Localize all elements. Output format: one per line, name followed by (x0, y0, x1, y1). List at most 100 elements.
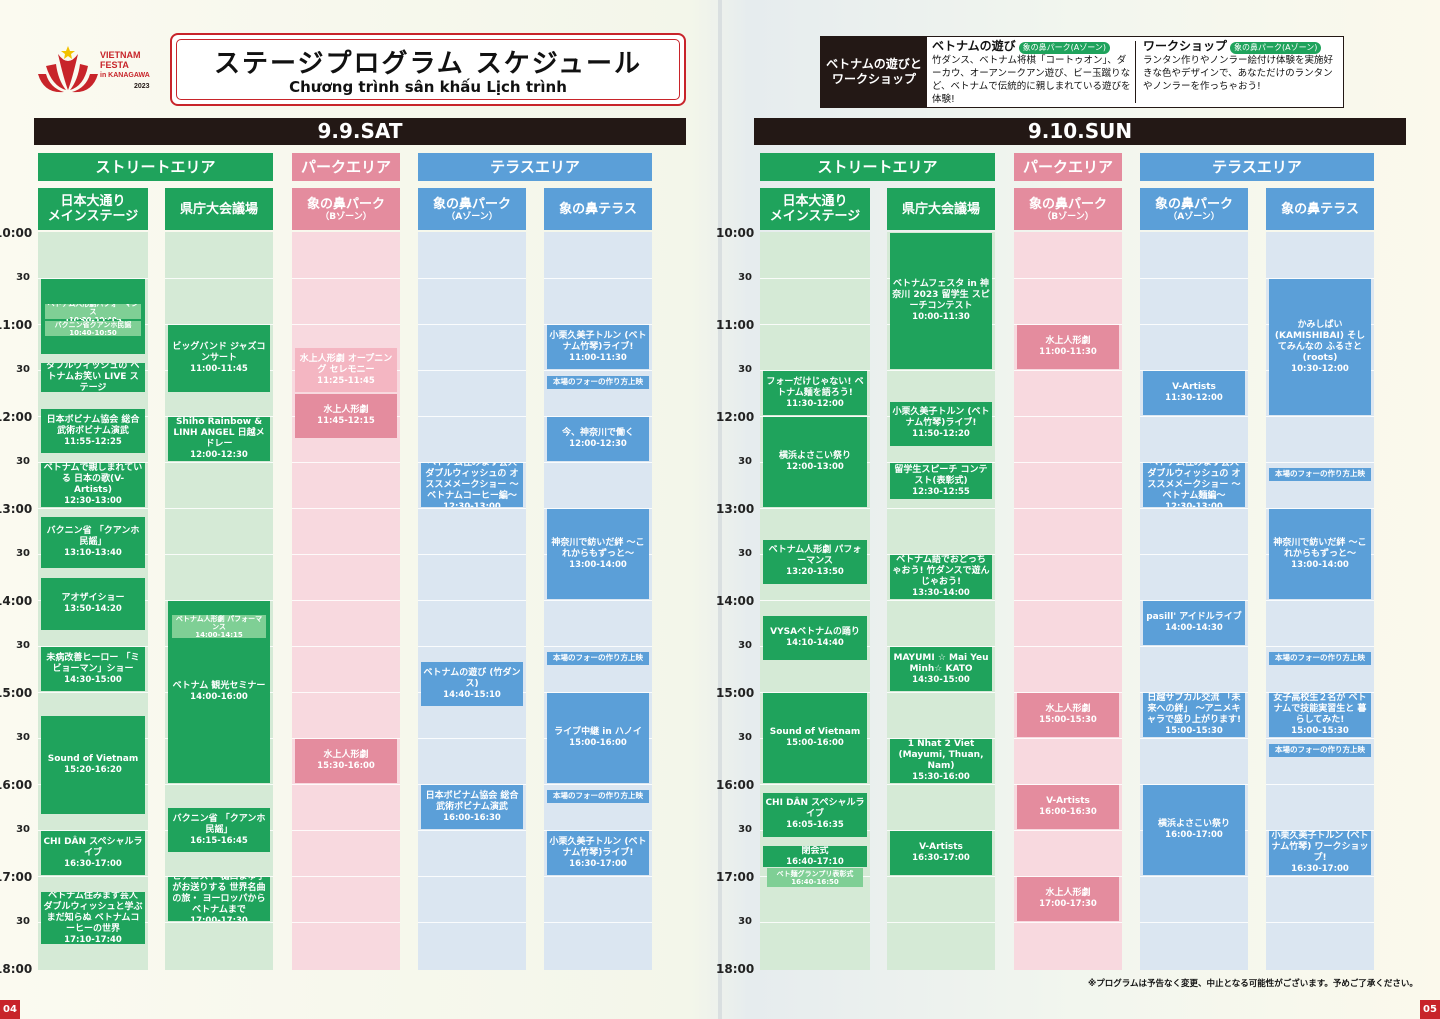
grid-line (887, 554, 995, 555)
grid-line (544, 830, 652, 831)
grid-line (165, 324, 273, 325)
disclaimer-note: ※プログラムは予告なく変更、中止となる可能性がございます。予めご了承ください。 (1088, 979, 1418, 989)
grid-line (1014, 784, 1122, 785)
grid-line (887, 646, 995, 647)
event-title: ベトナム 観光セミナー (172, 681, 266, 691)
event-time: 17:00-17:30 (1039, 899, 1097, 909)
venue-header-terrace: 象の鼻テラス (1266, 188, 1374, 230)
grid-line (760, 370, 870, 371)
event-block: 本場のフォーの作り方上映 (547, 375, 649, 389)
event-time: 15:00-16:00 (569, 738, 627, 748)
event-title: Sound of Vietnam (769, 727, 861, 737)
grid-line (544, 784, 652, 785)
grid-line (1140, 692, 1248, 693)
time-label: 12:00 (0, 410, 33, 424)
time-label: 30 (16, 640, 30, 651)
legend-play-title: ベトナムの遊び (932, 39, 1016, 53)
event-block: 本場のフォーの作り方上映 (1269, 467, 1371, 481)
grid-line (1014, 738, 1122, 739)
time-label: 16:00 (0, 778, 33, 792)
event-title: 閉会式 (801, 846, 829, 856)
legend-workshop-title: ワークショップ (1143, 39, 1228, 53)
time-label: 16:00 (716, 778, 755, 792)
event-title: 日越サブカル交流 「未来への絆」 ～アニメキャラで盛り上がります! (1146, 693, 1242, 725)
event-time: 10:30-12:00 (1291, 363, 1349, 374)
grid-line (1266, 922, 1374, 923)
grid-line (760, 600, 870, 601)
event-title: 横浜よさこい祭り (1157, 819, 1230, 829)
event-time: 14:00-16:00 (190, 692, 248, 702)
area-header-park: パークエリア (1014, 153, 1122, 181)
time-label: 13:00 (716, 502, 755, 516)
event-time: 11:45-12:15 (317, 416, 375, 426)
event-time: 16:00-17:00 (1165, 830, 1223, 840)
vietnam-festa-logo: VIETNAM FESTA in KANAGAWA 2023 (38, 46, 150, 93)
time-label: 13:00 (0, 502, 33, 516)
event-title: ベトナム人形劇 パフォーマンス (768, 545, 862, 567)
event-title: VYSAベトナムの踊り (770, 627, 860, 638)
grid-line (1014, 922, 1122, 923)
event-time: 11:25-11:45 (317, 375, 375, 386)
event-block: 女子高校生２名が ベトナムで技能実習生と 暮らしてみた!15:00-15:30 (1269, 693, 1371, 737)
grid-line (292, 600, 400, 601)
time-label: 30 (16, 364, 30, 375)
event-title: ベトナム人形劇 パフォーマンス (175, 615, 263, 631)
time-label: 11:00 (0, 318, 33, 332)
event-time: 13:30-14:00 (912, 588, 970, 598)
grid-line (38, 692, 148, 693)
grid-line (1140, 646, 1248, 647)
event-block: 本場のフォーの作り方上映 (547, 789, 649, 803)
grid-line (1266, 830, 1374, 831)
time-label: 15:00 (0, 686, 33, 700)
grid-line (1140, 784, 1248, 785)
event-time: 16:40-16:50 (791, 877, 839, 886)
page-subtitle: Chương trình sân khấu Lịch trình (289, 78, 567, 96)
grid-line (292, 324, 400, 325)
venue-name-line: メインステージ (769, 209, 861, 224)
venue-header-main: 日本大通りメインステージ (760, 188, 870, 230)
grid-line (887, 876, 995, 877)
event-time: 11:55-12:25 (64, 436, 122, 447)
grid-line (418, 922, 526, 923)
event-time: 12:30-13:00 (64, 496, 122, 506)
event-time: 10:40-10:50 (69, 328, 117, 337)
event-title: 小栗久美子トルン (ベトナム竹琴)ライブ! (549, 836, 647, 858)
time-label: 30 (738, 916, 752, 927)
grid-line (1014, 876, 1122, 877)
area-header-terrace: テラスエリア (418, 153, 652, 181)
event-title: 神奈川で紡いだ絆 ～これからもずっと～ (551, 537, 645, 559)
grid-line (418, 738, 526, 739)
inner-event-block: ベトナム人形劇パフォーマンス10:30-10:40 (45, 304, 141, 320)
event-block: 本場のフォーの作り方上映 (1269, 743, 1371, 757)
grid-line (1140, 738, 1248, 739)
event-time: 14:30-15:00 (912, 674, 970, 685)
event-time: 10:00-11:30 (912, 312, 970, 322)
area-header-park: パークエリア (292, 153, 400, 181)
event-time: 13:20-13:50 (786, 567, 844, 578)
grid-line (165, 876, 273, 877)
venue-name-line: （Bゾーン） (320, 211, 372, 222)
time-label: 30 (738, 456, 752, 467)
event-title: 水上人形劇 オープニング セレモニー (299, 353, 393, 375)
grid-line (38, 876, 148, 877)
event-time: 11:50-12:20 (912, 429, 970, 440)
legend-play-tag: 象の鼻パーク(Aゾーン) (1018, 42, 1110, 54)
event-title: V-Artists (1046, 796, 1090, 806)
grid-line (1014, 278, 1122, 279)
event-block: 日越サブカル交流 「未来への絆」 ～アニメキャラで盛り上がります!15:00-1… (1143, 693, 1245, 737)
event-title: ベトナムフェスタ in 神奈川 2023 留学生 スピーチコンテスト (892, 279, 990, 311)
event-time: 11:00-11:30 (1039, 347, 1097, 357)
event-title: V-Artists (1172, 382, 1216, 392)
time-label: 30 (16, 272, 30, 283)
venue-name-line: 象の鼻パーク (1154, 196, 1233, 212)
grid-line (544, 462, 652, 463)
event-time: 17:10-17:40 (64, 934, 122, 944)
